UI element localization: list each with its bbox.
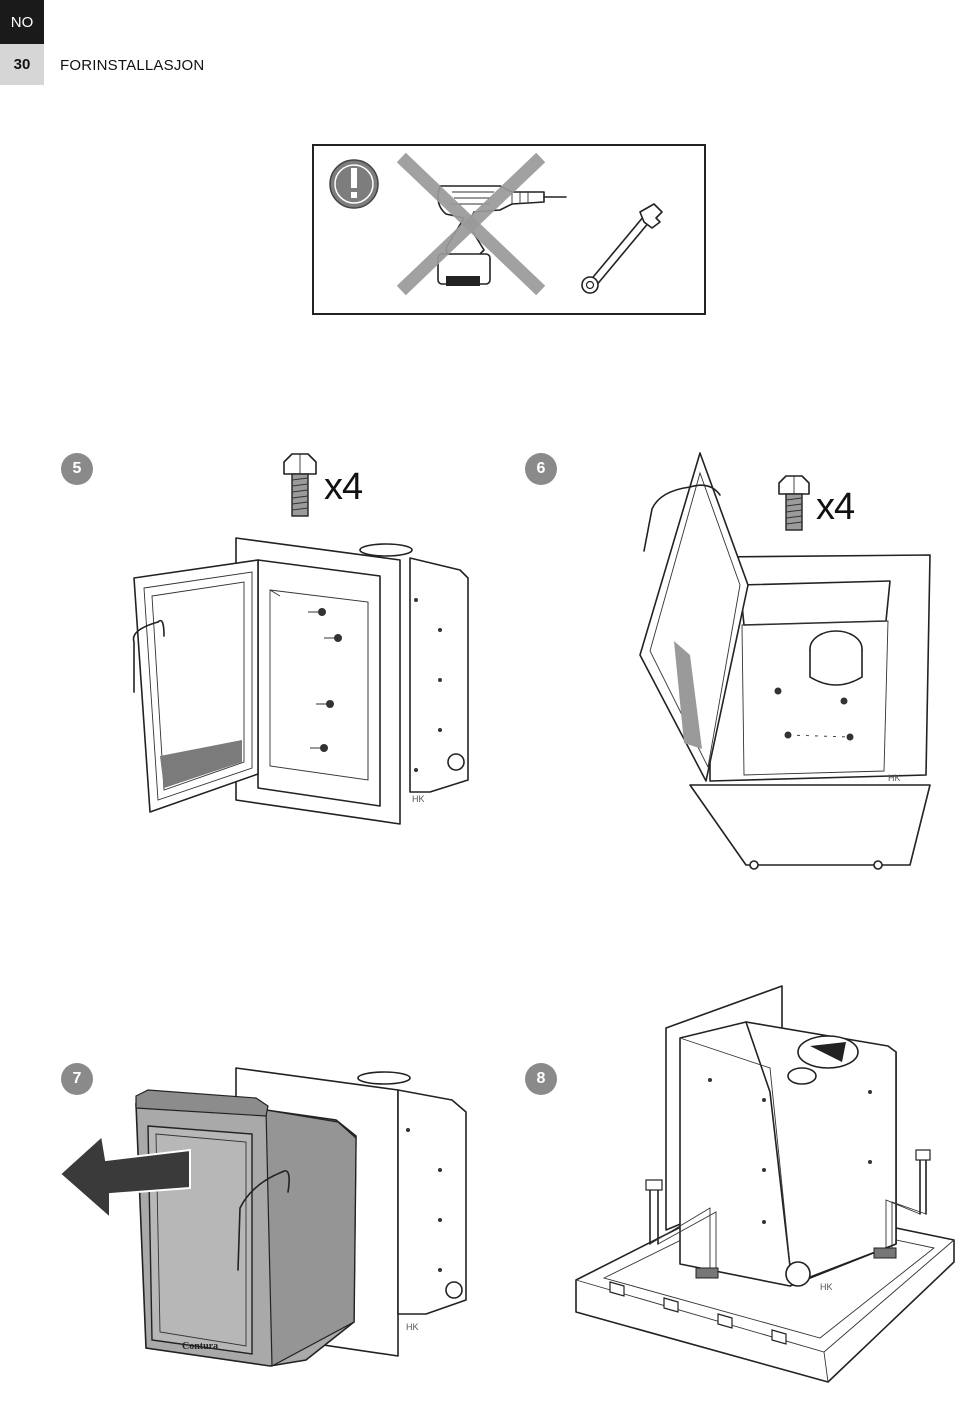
- step-7-illustration: HK Contura: [56, 1060, 476, 1390]
- section-title: FORINSTALLASJON: [60, 57, 205, 74]
- wrench-icon: [581, 203, 663, 294]
- step-5-quantity: x4: [324, 466, 363, 508]
- tool-warning-box: [312, 144, 706, 315]
- bolt-icon: [774, 472, 814, 534]
- bolt-icon: [278, 450, 322, 520]
- bolt-icon: [645, 1179, 719, 1279]
- model-mark: HK: [412, 794, 425, 804]
- step-5-badge: 5: [61, 453, 93, 485]
- model-mark: HK: [406, 1322, 419, 1332]
- model-mark: HK: [888, 773, 901, 783]
- exclamation-icon: [329, 159, 379, 209]
- forbidden-cross-icon: [396, 152, 546, 296]
- step-7-badge: 7: [61, 1063, 93, 1095]
- step-8-badge: 8: [525, 1063, 557, 1095]
- step-6-quantity: x4: [816, 486, 855, 528]
- step-8-illustration: HK: [570, 982, 960, 1402]
- bolt-icon: [873, 1149, 931, 1259]
- step-6-badge: 6: [525, 453, 557, 485]
- page-number: 30: [0, 44, 44, 85]
- pull-out-arrow-icon: [58, 1134, 191, 1221]
- model-mark: HK: [820, 1282, 833, 1292]
- step-6-illustration: HK: [630, 445, 940, 875]
- brand-label: Contura: [182, 1341, 218, 1352]
- step-5-illustration: HK: [130, 530, 480, 830]
- language-tab: NO: [0, 0, 44, 44]
